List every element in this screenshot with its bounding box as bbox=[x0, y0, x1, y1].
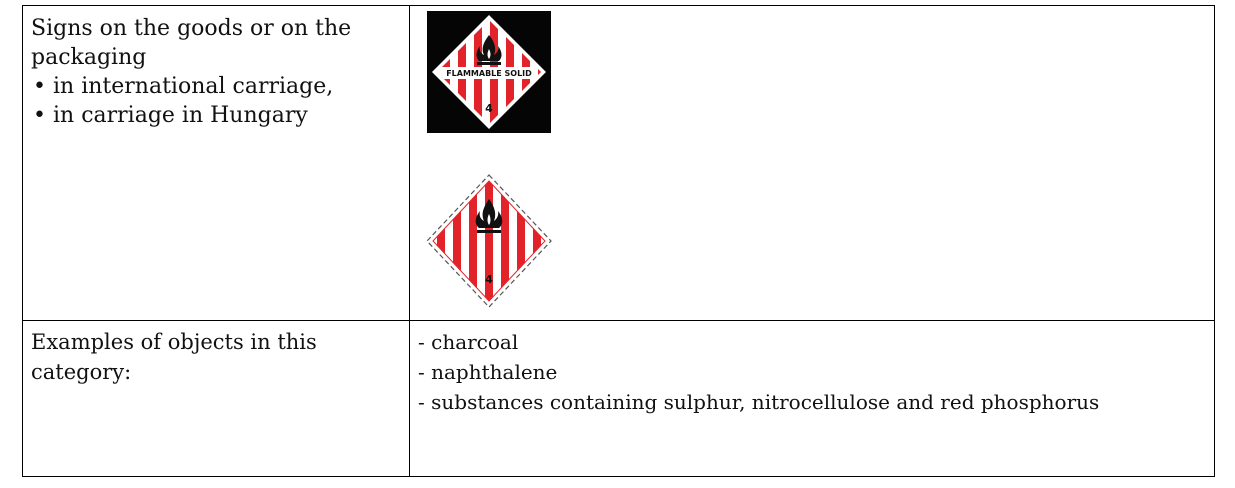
examples-list-cell: - charcoal - naphthalene - substances co… bbox=[409, 320, 1215, 477]
signs-heading: Signs on the goods or on the packaging bbox=[31, 16, 352, 70]
flammable-solid-diamond-icon: 4 bbox=[426, 174, 552, 308]
flammable-solid-diamond-icon: FLAMMABLE SOLID 4 bbox=[432, 15, 546, 129]
flame-icon bbox=[476, 35, 502, 65]
label-class-number: 4 bbox=[485, 273, 493, 286]
bullet-text: in international carriage, bbox=[53, 74, 334, 99]
bullet-icon: • bbox=[33, 103, 46, 128]
label-caption: FLAMMABLE SOLID bbox=[446, 69, 532, 78]
examples-heading: Examples of objects in this category: bbox=[31, 330, 317, 384]
dangerous-goods-table: Signs on the goods or on the packaging •… bbox=[22, 5, 1215, 477]
examples-list: - charcoal - naphthalene - substances co… bbox=[410, 321, 1214, 417]
hungary-hazard-label: 4 bbox=[425, 173, 553, 309]
bullet-text: in carriage in Hungary bbox=[53, 103, 308, 128]
signs-row: Signs on the goods or on the packaging •… bbox=[22, 5, 1215, 321]
signs-description-cell: Signs on the goods or on the packaging •… bbox=[22, 5, 410, 321]
signs-labels-cell: FLAMMABLE SOLID 4 bbox=[409, 5, 1215, 321]
examples-row: Examples of objects in this category: - … bbox=[22, 320, 1215, 477]
international-hazard-label: FLAMMABLE SOLID 4 bbox=[427, 11, 551, 133]
signs-bullet-list: • in international carriage, • in carria… bbox=[31, 72, 409, 130]
bullet-item: • in carriage in Hungary bbox=[31, 101, 409, 130]
list-item: - substances containing sulphur, nitroce… bbox=[418, 390, 1100, 414]
bullet-icon: • bbox=[33, 74, 46, 99]
label-class-number: 4 bbox=[485, 102, 493, 115]
flame-icon bbox=[475, 199, 503, 233]
list-item: - charcoal bbox=[418, 330, 519, 354]
examples-heading-cell: Examples of objects in this category: bbox=[22, 320, 410, 477]
bullet-item: • in international carriage, bbox=[31, 72, 409, 101]
list-item: - naphthalene bbox=[418, 360, 558, 384]
